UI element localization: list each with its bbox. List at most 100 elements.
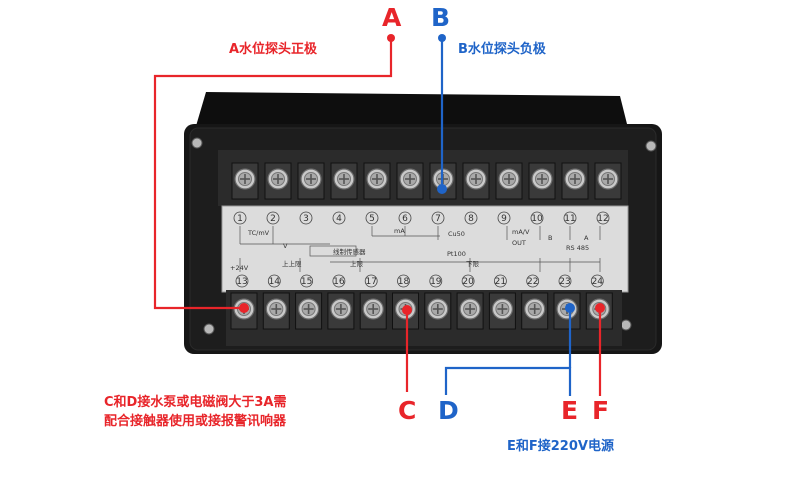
terminal-number: 21 xyxy=(495,277,506,287)
terminal-number: 6 xyxy=(402,214,408,224)
terminal-number-circle xyxy=(596,211,610,225)
terminal-number: 12 xyxy=(597,214,608,224)
probe-negative-caption: B水位探头负极 xyxy=(458,42,546,57)
terminal-number-circle xyxy=(397,274,410,288)
plate-text: 下限 xyxy=(466,259,480,268)
terminal-number: 22 xyxy=(527,277,538,287)
top-terminal-screw xyxy=(462,162,490,200)
terminal-number: 9 xyxy=(501,214,507,224)
top-terminal-screw xyxy=(330,162,358,200)
terminal-number-circle xyxy=(590,274,604,288)
terminal-number-circle xyxy=(398,211,412,225)
plate-text: B xyxy=(548,234,552,242)
corner-screw xyxy=(203,323,215,335)
top-terminal-screw xyxy=(264,162,292,200)
label-d: D xyxy=(438,396,459,425)
bottom-terminal-screw xyxy=(295,292,323,330)
top-terminal-screw xyxy=(396,162,424,200)
corner-screw xyxy=(620,319,632,331)
corner-screw xyxy=(645,140,657,152)
wires xyxy=(153,38,602,396)
top-terminal-screw xyxy=(495,162,523,200)
bottom-terminal-screw xyxy=(521,292,549,330)
label-a: A xyxy=(382,3,402,32)
top-terminal-screw xyxy=(231,162,259,200)
terminal-number-circle xyxy=(493,274,507,288)
terminal-number-circle xyxy=(267,274,281,288)
bottom-terminal-screw xyxy=(488,292,516,330)
terminal-number-circle xyxy=(558,274,572,288)
terminal-number-circle xyxy=(526,274,540,288)
label-f: F xyxy=(592,396,610,425)
terminal-number: 19 xyxy=(430,277,442,287)
plate-text: Pt100 xyxy=(447,250,466,258)
terminal-number-circle xyxy=(300,274,314,288)
terminal-number: 4 xyxy=(336,214,342,224)
terminal-number: 14 xyxy=(269,277,281,287)
top-terminal-screw xyxy=(363,162,391,200)
terminal-number: 8 xyxy=(468,214,474,224)
terminal-number-circle xyxy=(332,211,346,225)
top-terminal-screw xyxy=(561,162,589,200)
plate-text: mA xyxy=(394,227,405,235)
terminal-number-circle xyxy=(332,274,346,288)
wire-a xyxy=(153,38,393,310)
label-e: E xyxy=(561,396,579,425)
terminal-number: 2 xyxy=(270,214,276,224)
terminal-number: 10 xyxy=(531,214,543,224)
pump-note-line1: C和D接水泵或电磁阀大于3A需 xyxy=(104,395,287,410)
bottom-terminal-screw xyxy=(327,292,355,330)
plate-text: 上上限 xyxy=(282,259,302,268)
terminal-number-circle xyxy=(563,211,577,225)
bottom-terminal-screw xyxy=(262,292,290,330)
terminal-number: 24 xyxy=(592,277,604,287)
terminal-number-circle xyxy=(266,211,280,225)
bottom-terminal-screw xyxy=(424,292,452,330)
wire-endpoints xyxy=(239,34,605,315)
terminal-number-circle xyxy=(530,211,544,225)
top-terminal-screw xyxy=(297,162,325,200)
terminal-number: 11 xyxy=(564,214,575,224)
terminal-number: 18 xyxy=(398,277,410,287)
plate-text: 上限 xyxy=(350,259,364,268)
plate-text: A xyxy=(584,234,589,242)
plate-text: RS 485 xyxy=(566,244,589,252)
pump-note-line2: 配合接触器使用或接报警讯响器 xyxy=(104,414,287,429)
label-b: B xyxy=(431,3,451,32)
terminal-number-circle xyxy=(461,274,475,288)
terminal-number: 7 xyxy=(435,214,441,224)
terminal-number: 17 xyxy=(365,277,376,287)
wire-d xyxy=(444,366,572,396)
bottom-terminal-screw xyxy=(359,292,387,330)
terminal-number-circle xyxy=(364,274,378,288)
terminal-number-circle xyxy=(235,274,249,288)
plate-text: Cu50 xyxy=(448,230,465,238)
plate-text: OUT xyxy=(512,239,526,247)
terminal-number-circle xyxy=(299,211,313,225)
terminal-number: 13 xyxy=(236,277,247,287)
terminal-number-circle xyxy=(497,211,511,225)
terminal-number-circle xyxy=(365,211,379,225)
terminal-number: 3 xyxy=(303,214,309,224)
top-terminal-screw xyxy=(528,162,556,200)
bottom-terminal-screw xyxy=(456,292,484,330)
corner-screw xyxy=(191,137,203,149)
terminal-number: 16 xyxy=(333,277,345,287)
plate-text: 线制传感器 xyxy=(333,247,366,256)
terminal-number-circle xyxy=(429,274,443,288)
plate-text: V xyxy=(283,242,288,250)
terminal-number: 20 xyxy=(462,277,474,287)
terminal-number: 1 xyxy=(237,214,243,224)
power-note: E和F接220V电源 xyxy=(507,439,614,454)
terminal-number: 5 xyxy=(369,214,375,224)
label-c: C xyxy=(398,396,417,425)
plate-text: TC/mV xyxy=(247,229,270,237)
terminal-number-circle xyxy=(431,211,445,225)
terminal-number: 23 xyxy=(559,277,570,287)
plate-text: mA/V xyxy=(512,228,530,236)
plate-text: +24V xyxy=(230,264,249,272)
terminal-number: 15 xyxy=(301,277,312,287)
